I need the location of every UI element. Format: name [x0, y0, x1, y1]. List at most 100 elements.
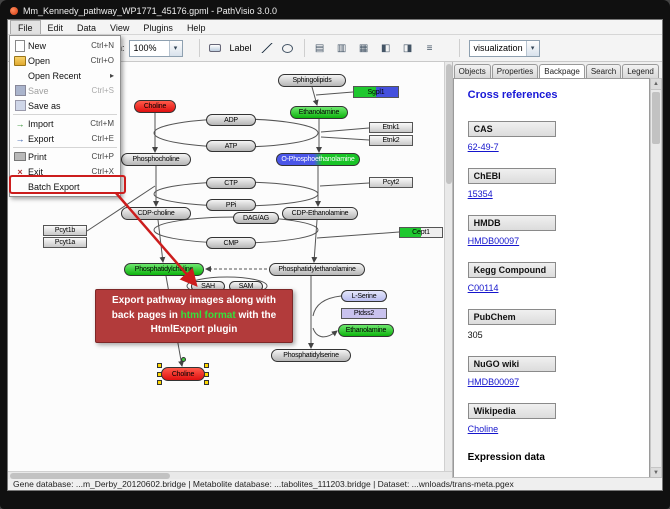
pathway-node-ppi[interactable]: PPi: [206, 199, 256, 211]
menu-data[interactable]: Data: [77, 22, 97, 33]
pathway-node-phosphatidylcholine[interactable]: Phosphatidylcholine: [124, 263, 204, 276]
cross-references-heading: Cross references: [467, 89, 558, 101]
pathway-node-ptdss2[interactable]: Ptdss2: [341, 308, 387, 319]
align-bottom-button[interactable]: ◨: [398, 38, 418, 58]
panel-scrollbar[interactable]: ▲ ▼: [650, 78, 662, 479]
tab-objects[interactable]: Objects: [453, 64, 491, 78]
selection-handle[interactable]: [204, 372, 209, 377]
menu-separator: [13, 147, 117, 148]
selection-handle[interactable]: [204, 380, 209, 385]
selection-handle[interactable]: [204, 363, 209, 368]
pathway-node-phosphatidylethanolamine[interactable]: Phosphatidylethanolamine: [269, 263, 365, 276]
pathway-node-atp[interactable]: ATP: [206, 140, 256, 152]
annotation-callout: Export pathway images along with back pa…: [95, 289, 293, 343]
menu-file[interactable]: File: [10, 20, 41, 34]
pathway-node-etnk2[interactable]: Etnk2: [369, 135, 413, 146]
pathway-node-sgpl1[interactable]: Sgpl1: [353, 86, 399, 98]
tab-legend[interactable]: Legend: [622, 64, 659, 78]
file-menu-item-open-recent[interactable]: Open Recent▸: [10, 68, 120, 83]
stack-button[interactable]: ≡: [420, 38, 440, 58]
xref-header-chebi: ChEBI: [467, 168, 556, 184]
pathway-node-cept1[interactable]: Cept1: [399, 227, 443, 238]
pathway-node-pcyt1a[interactable]: Pcyt1a: [43, 237, 87, 248]
pathway-node-adp[interactable]: ADP: [206, 114, 256, 126]
pathway-edge: [320, 127, 370, 133]
shape-icon: [282, 43, 294, 53]
gene-node-icon: [208, 44, 221, 52]
line-icon: [260, 43, 273, 53]
xref-link[interactable]: 15354: [467, 189, 493, 199]
scroll-up-icon[interactable]: ▲: [651, 79, 661, 90]
scroll-down-icon[interactable]: ▼: [651, 467, 661, 478]
pathway-node-dag-ag[interactable]: DAG/AG: [233, 212, 279, 224]
scrollbar-thumb[interactable]: [445, 64, 452, 184]
file-menu-item-batch-export[interactable]: Batch Export: [10, 179, 120, 194]
menu-edit[interactable]: Edit: [47, 22, 64, 33]
pathway-node-sphingolipids[interactable]: Sphingolipids: [278, 74, 346, 87]
pathway-node-phosphocholine[interactable]: Phosphocholine: [121, 153, 191, 166]
open-folder-icon: [14, 55, 26, 67]
pathway-node-ethanolamine[interactable]: Ethanolamine: [290, 106, 348, 119]
pathway-node-etnk1[interactable]: Etnk1: [369, 122, 413, 133]
pathway-node-cmp[interactable]: CMP: [206, 237, 256, 249]
canvas-vertical-scrollbar[interactable]: [443, 62, 452, 471]
tab-search[interactable]: Search: [585, 64, 622, 78]
align-right-icon: ▦: [358, 42, 369, 54]
pathway-node-pcyt1b[interactable]: Pcyt1b: [43, 225, 87, 236]
xref-link[interactable]: HMDB00097: [467, 377, 520, 387]
xref-link[interactable]: C00114: [467, 283, 499, 293]
xref-header-hmdb: HMDB: [467, 215, 556, 231]
scrollbar-thumb[interactable]: [10, 473, 170, 479]
rotation-handle[interactable]: [181, 357, 186, 362]
align-right-button[interactable]: ▦: [354, 38, 374, 58]
zoom-combobox[interactable]: 100% ▾: [128, 39, 183, 57]
line-tool-button[interactable]: [257, 38, 277, 58]
selection-handle[interactable]: [157, 363, 162, 368]
pathway-node-l-serine[interactable]: L-Serine: [341, 290, 387, 302]
selection-handle[interactable]: [157, 380, 162, 385]
tab-backpage[interactable]: Backpage: [539, 64, 585, 79]
pathway-node-choline[interactable]: Choline: [161, 367, 205, 381]
menu-shortcut: Ctrl+M: [90, 119, 114, 128]
xref-link[interactable]: HMDB00097: [467, 236, 520, 246]
pathway-node-o-phosphoethanolamine[interactable]: O-Phosphoethanolamine: [276, 153, 360, 166]
pathway-node-pcyt2[interactable]: Pcyt2: [369, 177, 413, 188]
file-menu-item-save-as[interactable]: Save as: [10, 98, 120, 113]
pathway-node-ethanolamine[interactable]: Ethanolamine: [338, 324, 394, 337]
visualization-combobox[interactable]: visualization ▾: [468, 39, 540, 57]
pathway-edge: [311, 219, 318, 263]
menu-shortcut: Ctrl+N: [91, 41, 114, 50]
datanode-tool-button[interactable]: [205, 38, 225, 58]
scrollbar-thumb[interactable]: [652, 92, 660, 144]
pathway-node-phosphatidylserine[interactable]: Phosphatidylserine: [271, 349, 351, 362]
pathway-node-choline[interactable]: Choline: [134, 100, 176, 113]
label-tool-button[interactable]: Label: [229, 43, 252, 53]
pathway-curve: [312, 327, 338, 338]
xref-link[interactable]: 62-49-7: [467, 142, 499, 152]
menu-item-label: Export: [28, 133, 55, 144]
tab-properties[interactable]: Properties: [491, 64, 539, 78]
selection-handle[interactable]: [157, 372, 162, 377]
pathway-node-cdp-choline[interactable]: CDP-choline: [121, 207, 191, 220]
window-title: Mm_Kennedy_pathway_WP1771_45176.gpml - P…: [23, 5, 277, 16]
align-center-button[interactable]: ▥: [332, 38, 352, 58]
menu-item-label: Save as: [28, 100, 61, 111]
pathway-node-ctp[interactable]: CTP: [206, 177, 256, 189]
menu-help[interactable]: Help: [186, 22, 206, 33]
canvas-horizontal-scrollbar[interactable]: [8, 471, 452, 479]
pathway-node-cdp-ethanolamine[interactable]: CDP-Ethanolamine: [282, 207, 358, 220]
shape-tool-button[interactable]: [278, 38, 298, 58]
titlebar[interactable]: Mm_Kennedy_pathway_WP1771_45176.gpml - P…: [10, 3, 660, 18]
menu-plugins[interactable]: Plugins: [143, 22, 173, 33]
menu-view[interactable]: View: [110, 22, 130, 33]
xref-link[interactable]: Choline: [467, 424, 499, 434]
align-left-button[interactable]: ▤: [310, 38, 330, 58]
align-top-button[interactable]: ◧: [376, 38, 396, 58]
